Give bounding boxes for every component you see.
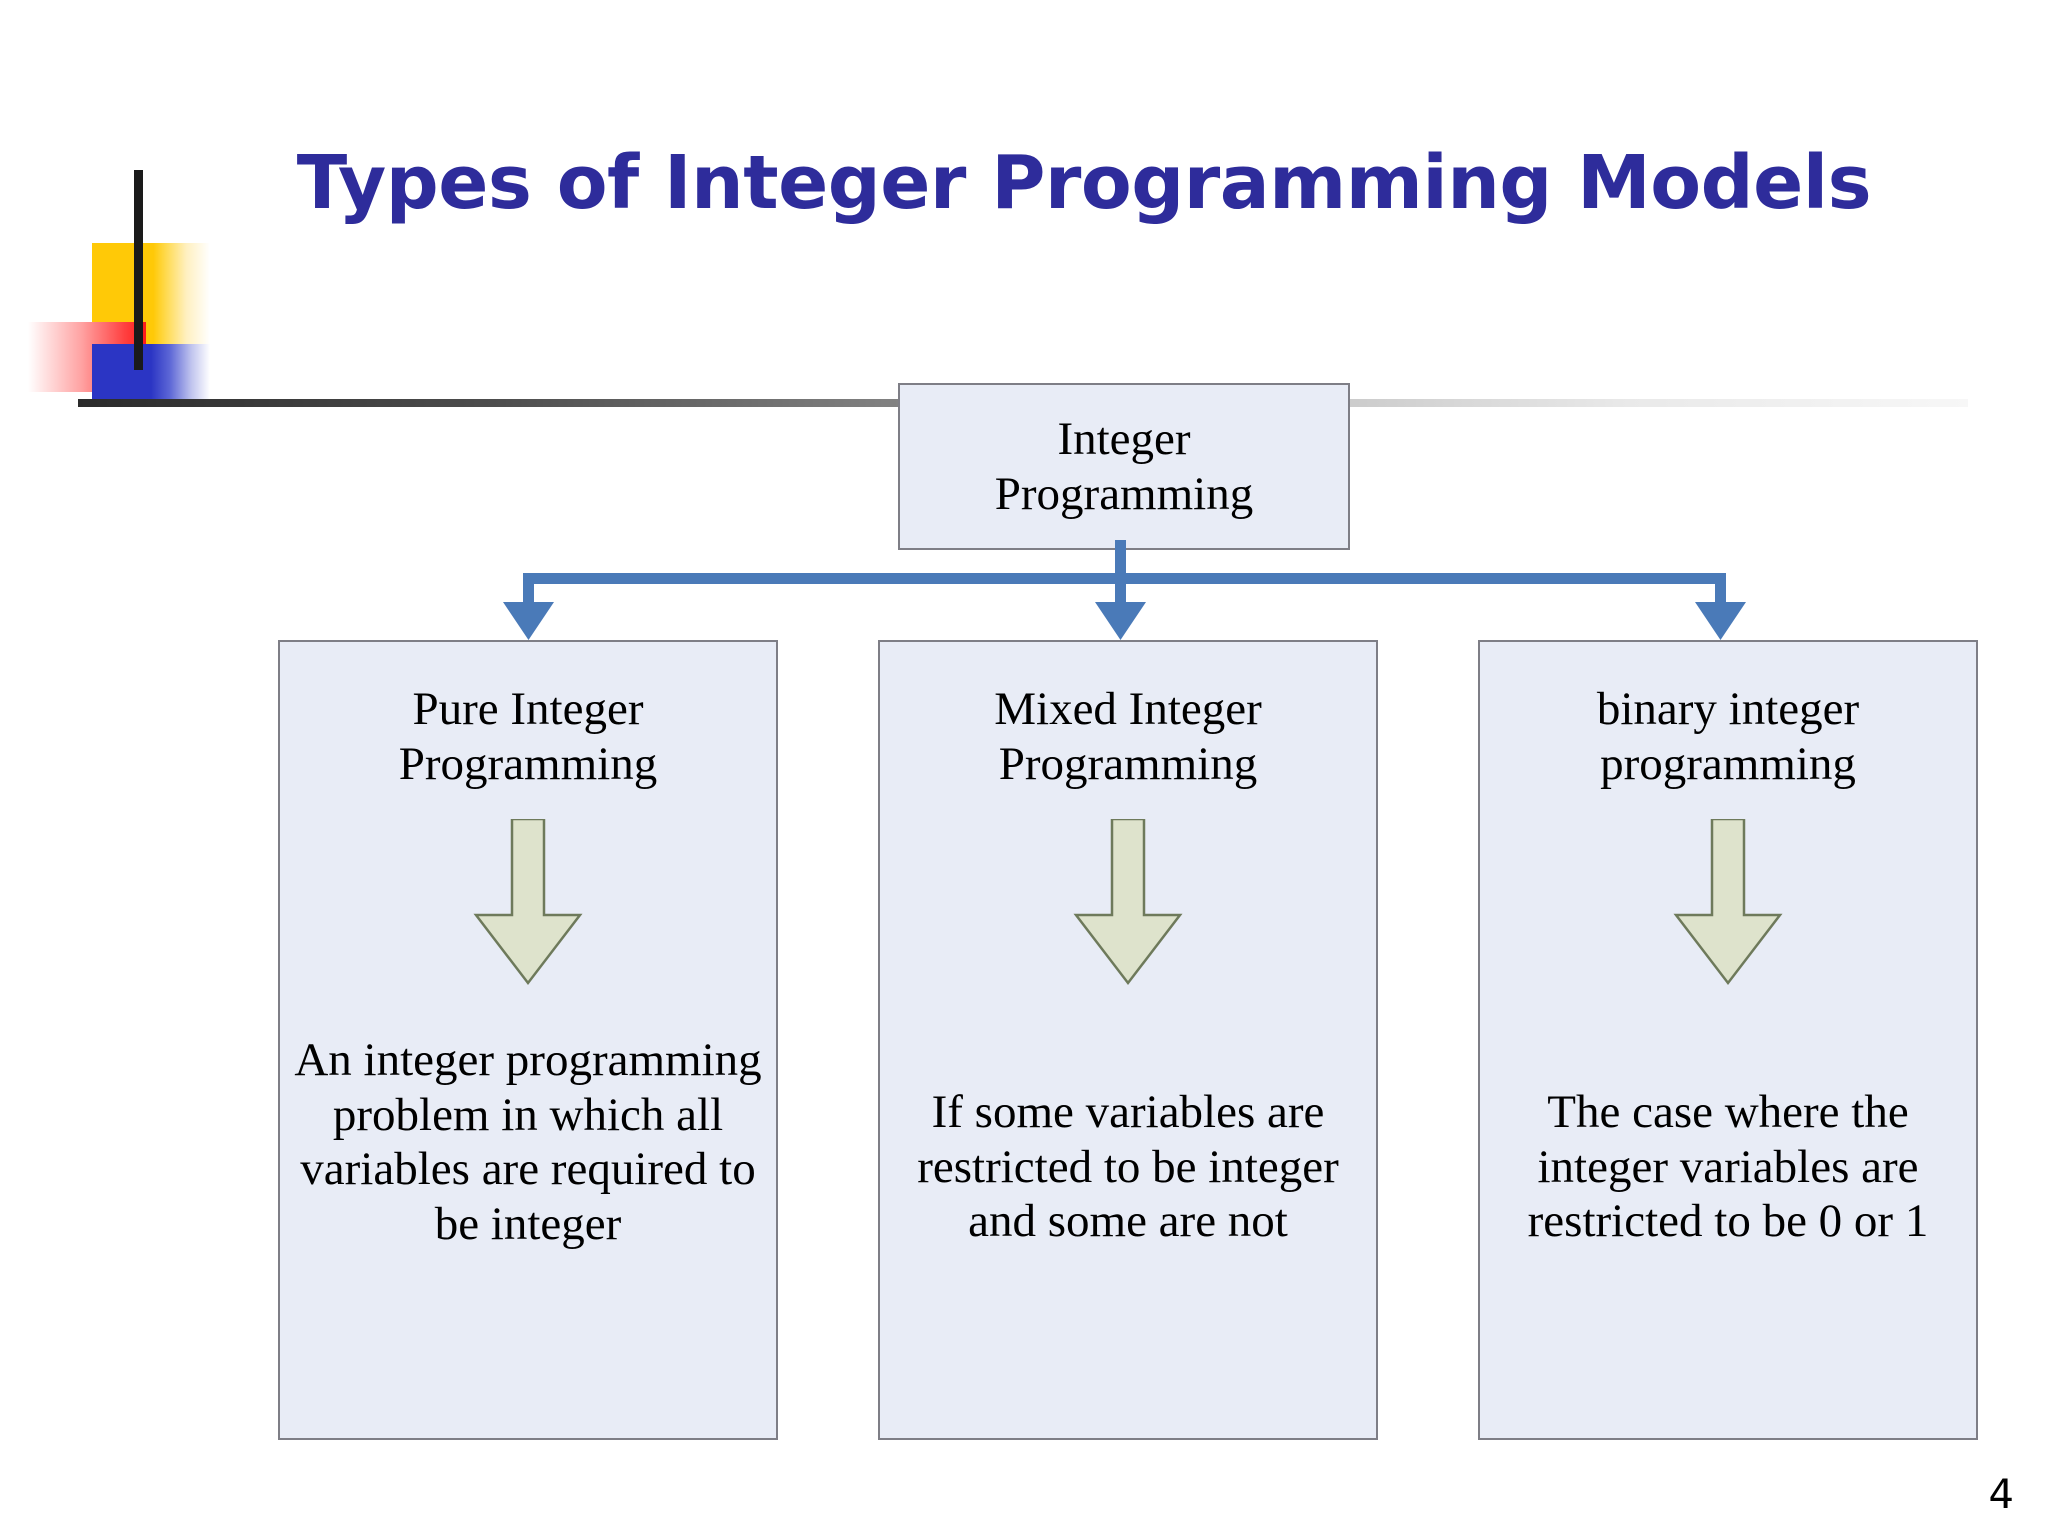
page-number: 4: [1988, 1472, 2014, 1518]
node-pure-integer-programming[interactable]: Pure Integer Programming An integer prog…: [278, 640, 778, 1440]
node-mixed-integer-programming[interactable]: Mixed Integer Programming If some variab…: [878, 640, 1378, 1440]
node-pure-heading-line-2: Programming: [398, 737, 658, 790]
node-pure-heading: Pure Integer Programming: [389, 682, 667, 791]
node-binary-heading: binary integer programming: [1587, 682, 1869, 791]
node-pure-body: An integer programming problem in which …: [294, 1034, 762, 1250]
node-root-line-1: Integer: [1057, 412, 1191, 465]
down-arrow-icon: [1073, 819, 1183, 986]
node-mixed-heading-line-2: Programming: [998, 737, 1258, 790]
logo-blue-square: [92, 344, 210, 406]
node-binary-integer-programming[interactable]: binary integer programming The case wher…: [1478, 640, 1978, 1440]
tree-connectors: [503, 540, 1746, 640]
connector-left-arrowhead: [503, 602, 554, 640]
node-mixed-heading: Mixed Integer Programming: [984, 682, 1272, 791]
node-integer-programming[interactable]: Integer Programming: [898, 383, 1350, 550]
decorative-squares-logo: [28, 170, 280, 406]
connector-right-arrowhead: [1695, 602, 1746, 640]
down-arrow-icon: [473, 819, 583, 986]
node-mixed-heading-line-1: Mixed Integer: [994, 683, 1262, 735]
node-root-line-2: Programming: [994, 467, 1254, 520]
down-arrow-icon: [1673, 819, 1783, 986]
node-mixed-body: If some variables are restricted to be i…: [917, 1086, 1339, 1248]
connector-right-drop: [1715, 573, 1726, 605]
node-binary-heading-line-2: programming: [1600, 737, 1856, 790]
page-title: Types of Integer Programming Models: [296, 140, 1872, 226]
logo-vertical-line: [134, 170, 143, 370]
node-integer-programming-label: Integer Programming: [995, 412, 1253, 521]
node-pure-heading-line-1: Pure Integer: [412, 683, 644, 735]
connector-middle-arrowhead: [1095, 602, 1146, 640]
node-binary-body: The case where the integer variables are…: [1527, 1086, 1929, 1248]
connector-root-stub: [1115, 540, 1126, 578]
connector-middle-drop: [1115, 573, 1126, 605]
connector-left-drop: [523, 573, 534, 605]
node-binary-heading-line-1: binary integer: [1596, 683, 1860, 735]
